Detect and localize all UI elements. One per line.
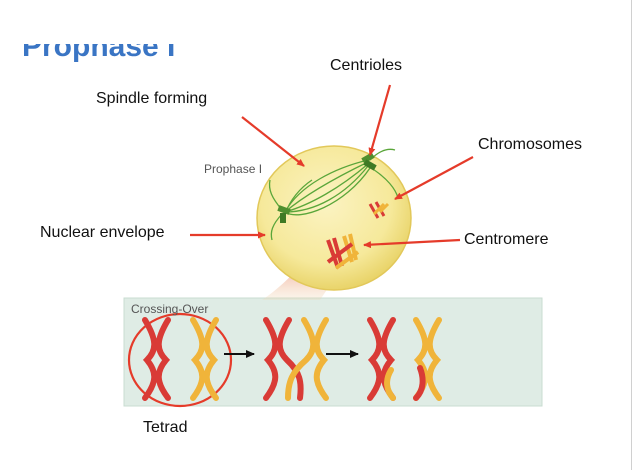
label-chromosomes: Chromosomes	[478, 136, 583, 153]
label-arrows	[190, 84, 474, 249]
label-centromere: Centromere	[464, 231, 549, 248]
cell-chromosomes	[326, 201, 390, 270]
centriole-left	[277, 205, 291, 215]
crossing-chromosomes	[263, 317, 329, 401]
cell-nucleus	[256, 145, 412, 291]
arrow-spindle	[241, 116, 305, 167]
label-tetrad: Tetrad	[143, 419, 188, 436]
slide-title: Prophase I	[22, 30, 176, 63]
recombined-chromosomes	[367, 317, 442, 401]
cell-caption: Prophase I	[204, 162, 263, 176]
tetrad-chromosomes	[142, 317, 219, 401]
panel-caption: Crossing-Over	[131, 302, 209, 316]
label-spindle-forming: Spindle forming	[96, 90, 208, 107]
arrow-centromere	[363, 238, 461, 249]
arrow-chromosomes	[394, 156, 474, 200]
label-nuclear-envelope: Nuclear envelope	[40, 224, 165, 241]
arrow-centrioles	[368, 84, 392, 156]
right-edge-border	[631, 0, 632, 470]
label-centrioles: Centrioles	[330, 57, 403, 74]
tetrad-circle	[127, 312, 233, 408]
